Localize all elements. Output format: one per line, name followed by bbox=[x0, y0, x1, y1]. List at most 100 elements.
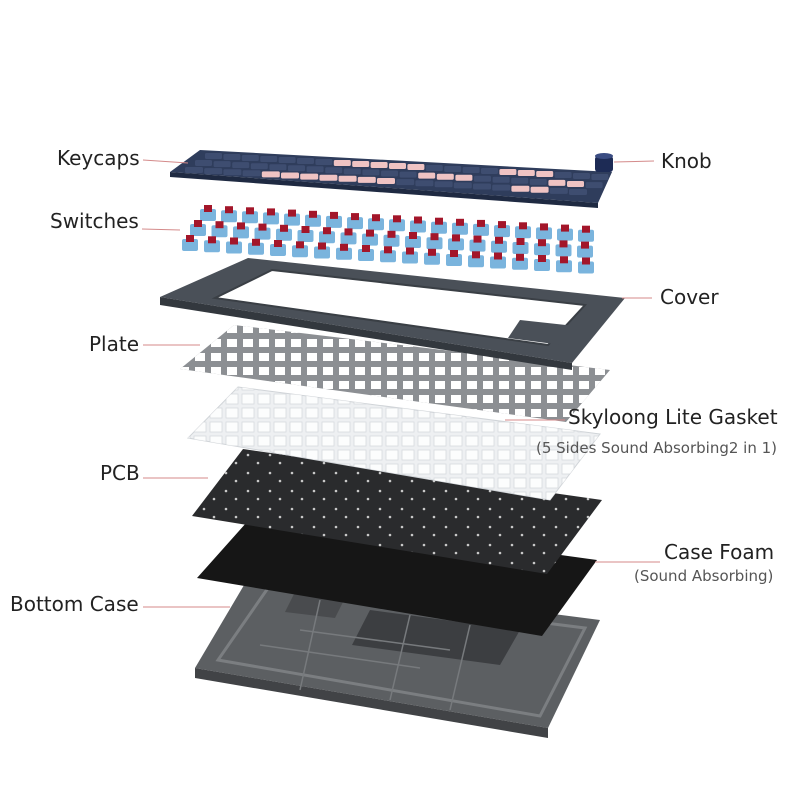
switch-stem bbox=[252, 238, 260, 246]
keycap bbox=[389, 163, 406, 169]
keycap bbox=[315, 159, 333, 165]
switch-stem bbox=[372, 214, 380, 222]
switch-stem bbox=[560, 256, 568, 264]
switch-stem bbox=[323, 227, 331, 235]
keycap bbox=[511, 185, 530, 192]
leader-line-knob bbox=[613, 160, 655, 163]
switch-stem bbox=[516, 253, 524, 261]
switch-stem bbox=[538, 255, 546, 262]
keycap bbox=[241, 155, 259, 161]
switch-stem bbox=[387, 230, 396, 238]
switches-layer bbox=[182, 205, 594, 274]
label-gasket-sub: (5 Sides Sound Absorbing2 in 1) bbox=[536, 439, 777, 457]
keycap bbox=[333, 160, 351, 166]
switch-stem bbox=[301, 226, 310, 233]
keycap bbox=[573, 173, 590, 179]
keycap bbox=[288, 165, 305, 172]
switch-stem bbox=[309, 210, 317, 218]
label-knob: Knob bbox=[661, 149, 712, 173]
switch-stem bbox=[494, 252, 502, 260]
keycap bbox=[260, 156, 278, 162]
switch-stem bbox=[414, 216, 422, 224]
label-pcb: PCB bbox=[100, 461, 140, 485]
keycap bbox=[278, 157, 296, 163]
keycap bbox=[338, 175, 357, 182]
switch-stem bbox=[267, 208, 275, 216]
keycap bbox=[362, 169, 380, 176]
keycap bbox=[281, 172, 299, 179]
keycap bbox=[213, 161, 231, 168]
switch-stem bbox=[581, 241, 589, 249]
keycap bbox=[473, 183, 491, 190]
switch-stem bbox=[237, 222, 245, 230]
keycap bbox=[474, 175, 491, 182]
keycaps-layer bbox=[170, 150, 612, 208]
switch-stem bbox=[406, 247, 414, 255]
switch-stem bbox=[344, 228, 353, 236]
keycap bbox=[455, 174, 473, 181]
keycap bbox=[261, 171, 280, 178]
switch-stem bbox=[351, 213, 359, 221]
keycap bbox=[434, 181, 453, 188]
switch-stem bbox=[582, 225, 590, 233]
switch-stem bbox=[296, 241, 304, 249]
switch-stem bbox=[208, 236, 216, 244]
keycap bbox=[242, 170, 261, 177]
switch-stem bbox=[258, 223, 267, 231]
keycap bbox=[591, 174, 609, 180]
keycap bbox=[343, 168, 361, 175]
switch-stem bbox=[430, 233, 439, 241]
keycap bbox=[567, 181, 584, 187]
keycap bbox=[205, 153, 222, 159]
switch-stem bbox=[288, 209, 296, 217]
switch-stem bbox=[472, 251, 480, 259]
switch-stem bbox=[330, 211, 338, 219]
switch-stem bbox=[495, 236, 503, 244]
switch-stem bbox=[516, 238, 525, 245]
leader-line-keycaps bbox=[142, 159, 189, 164]
keycap bbox=[529, 178, 547, 185]
keycap bbox=[585, 182, 603, 189]
keycap bbox=[357, 176, 376, 183]
keycap bbox=[269, 164, 287, 171]
switch-stem bbox=[559, 240, 568, 248]
keycap bbox=[232, 162, 250, 169]
label-cover: Cover bbox=[660, 285, 719, 309]
switch-stem bbox=[452, 234, 460, 242]
keycap bbox=[223, 169, 242, 176]
keycap bbox=[377, 178, 395, 184]
switch-stem bbox=[215, 221, 224, 229]
keycap bbox=[536, 171, 554, 177]
switch-stem bbox=[194, 220, 202, 227]
keycap bbox=[223, 154, 241, 160]
switch-stem bbox=[225, 206, 233, 214]
keycap bbox=[399, 171, 417, 178]
keycap bbox=[300, 173, 319, 180]
switch-stem bbox=[498, 221, 506, 229]
pcb-layer bbox=[192, 449, 602, 574]
switch-stem bbox=[274, 240, 282, 247]
switch-stem bbox=[428, 248, 436, 256]
keycap bbox=[453, 182, 472, 189]
label-gasket: Skyloong Lite Gasket bbox=[568, 405, 778, 429]
keycap bbox=[195, 160, 212, 166]
switch-stem bbox=[186, 235, 194, 242]
switch-stem bbox=[450, 250, 458, 257]
keycap bbox=[425, 165, 443, 171]
keycap bbox=[462, 167, 480, 173]
keycap bbox=[511, 177, 529, 184]
keycap bbox=[492, 184, 511, 191]
switch-stem bbox=[409, 232, 417, 239]
keycap bbox=[415, 180, 434, 187]
label-plate: Plate bbox=[89, 332, 140, 356]
switch-stem bbox=[340, 243, 348, 251]
keycap bbox=[548, 179, 566, 186]
gasket-layer bbox=[186, 386, 601, 501]
switch-stem bbox=[582, 257, 590, 265]
switch-stem bbox=[318, 242, 326, 250]
label-keycaps: Keycaps bbox=[57, 146, 140, 170]
switch-stem bbox=[230, 237, 238, 245]
keycap bbox=[370, 162, 388, 168]
keycap bbox=[418, 172, 436, 179]
